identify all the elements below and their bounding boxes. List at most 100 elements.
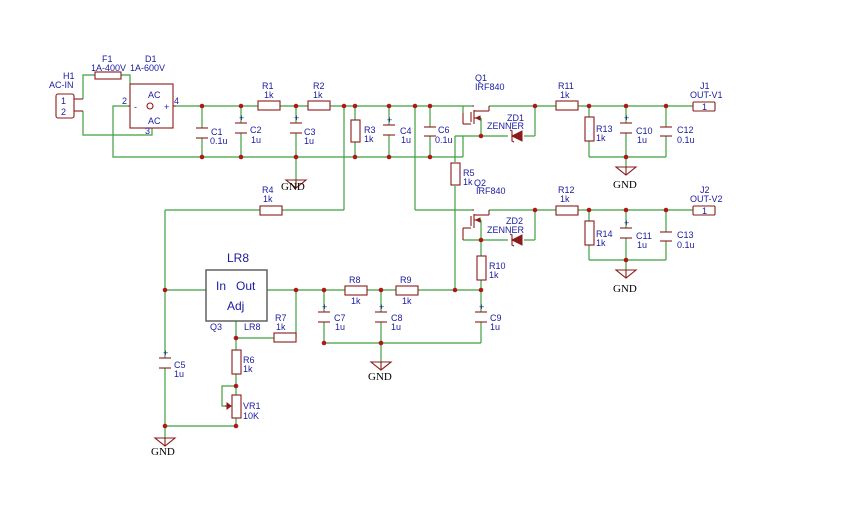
gnd-label-3: GND — [613, 283, 637, 295]
gnd-symbol-2: GND — [613, 166, 638, 191]
r3-value: 1k — [364, 134, 374, 144]
capacitor-c7: + C7 1u — [318, 302, 346, 332]
gnd-label-2: GND — [613, 179, 637, 191]
r11-ref: R11 — [558, 81, 574, 91]
capacitor-c5: + C5 1u — [159, 348, 186, 379]
h1-value: AC-IN — [49, 80, 74, 90]
d1-pin-3: 3 — [145, 126, 150, 136]
resistor-r13: R13 1k — [584, 116, 613, 143]
j2-pin-1: 1 — [702, 206, 707, 216]
gnd-symbol-1: GND — [281, 179, 308, 193]
c11-value: 1u — [637, 240, 647, 250]
q1-ref: Q1 — [475, 73, 487, 83]
zd1-value: ZENNER — [487, 121, 525, 131]
d1-pin-ac-bottom: AC — [148, 116, 161, 126]
d1-pin-plus: + — [164, 102, 169, 112]
resistor-r4: R4 1k — [259, 185, 283, 216]
c3-ref: C3 — [304, 127, 316, 137]
c13-value: 0.1u — [677, 240, 695, 250]
r2-value: 1k — [313, 90, 323, 100]
d1-pin-ac-top: AC — [148, 90, 161, 100]
svg-text:+: + — [239, 113, 244, 123]
j2-value: OUT-V2 — [690, 194, 723, 204]
r10-value: 1k — [489, 270, 499, 280]
r6-ref: R6 — [243, 355, 255, 365]
connector-j1: 1 J1 OUT-V1 — [690, 81, 723, 112]
c1-value: 0.1u — [210, 136, 228, 146]
c7-ref: C7 — [334, 313, 346, 323]
mosfet-q1: Q1 IRF840 — [462, 73, 505, 125]
capacitor-c11: + C11 1u — [620, 218, 652, 250]
regulator-lr8: LR8 In Out Adj Q3 LR8 — [205, 251, 268, 332]
gnd-label-1: GND — [281, 181, 305, 193]
d1-pin-minus: - — [134, 102, 137, 112]
r9-value: 1k — [402, 296, 412, 306]
resistor-r1: R1 1k — [257, 81, 281, 111]
lr8-pin-in: In — [216, 279, 226, 293]
r4-value: 1k — [263, 194, 273, 204]
c5-value: 1u — [174, 369, 184, 379]
resistor-r12: R12 1k — [555, 185, 579, 216]
f1-value: 1A-400V — [91, 63, 126, 73]
c13-ref: C13 — [677, 230, 694, 240]
r11-value: 1k — [560, 90, 570, 100]
c4-value: 1u — [401, 135, 411, 145]
svg-text:+: + — [624, 218, 629, 228]
zd2-value: ZENNER — [487, 225, 525, 235]
c2-value: 1u — [251, 135, 261, 145]
c2-ref: C2 — [250, 125, 262, 135]
lr8-title: LR8 — [227, 251, 249, 265]
f1-ref: F1 — [102, 54, 113, 64]
resistor-r2: R2 1k — [307, 81, 331, 111]
c4-ref: C4 — [400, 126, 412, 136]
capacitor-c10: + C10 1u — [620, 113, 653, 145]
r6-value: 1k — [243, 364, 253, 374]
resistor-r9: R9 1k — [395, 275, 419, 306]
r3-ref: R3 — [364, 125, 376, 135]
r2-ref: R2 — [313, 81, 325, 91]
zener-zd1: ZD1 ZENNER — [487, 113, 525, 143]
j1-ref: J1 — [700, 81, 710, 91]
resistor-r5: R5 1k — [450, 162, 475, 187]
bridge-d1: D1 1A-600V AC AC 2 - + 4 3 — [122, 54, 179, 136]
svg-text:+: + — [322, 302, 327, 312]
gnd-symbol-3: GND — [613, 269, 638, 295]
c6-value: 0.1u — [435, 135, 453, 145]
d1-pin-4: 4 — [174, 96, 179, 106]
resistor-r11: R11 1k — [555, 81, 579, 111]
c1-ref: C1 — [211, 127, 223, 137]
lr8-ref: Q3 — [210, 322, 222, 332]
j2-ref: J2 — [700, 185, 710, 195]
capacitor-c9: + C9 1u — [475, 302, 502, 332]
d1-pin-2: 2 — [122, 96, 127, 106]
j1-pin-1: 1 — [702, 102, 707, 112]
capacitor-c8: + C8 1u — [375, 302, 403, 332]
svg-text:+: + — [294, 113, 299, 123]
r12-value: 1k — [560, 194, 570, 204]
svg-text:+: + — [379, 302, 384, 312]
r5-ref: R5 — [463, 168, 475, 178]
capacitor-c12: C12 0.1u — [660, 125, 695, 145]
resistor-r7: R7 1k — [273, 313, 297, 343]
zd1-ref: ZD1 — [507, 113, 524, 123]
svg-text:+: + — [387, 115, 392, 125]
c7-value: 1u — [335, 322, 345, 332]
c3-value: 1u — [304, 136, 314, 146]
r13-ref: R13 — [596, 124, 613, 134]
resistor-r3: R3 1k — [350, 119, 376, 144]
resistor-r14: R14 1k — [584, 220, 613, 248]
connector-j2: 1 J2 OUT-V2 — [690, 185, 723, 216]
gnd-symbol-4: GND — [368, 361, 393, 383]
h1-pin-1: 1 — [61, 96, 66, 106]
svg-text:+: + — [163, 348, 168, 358]
connector-h1: 1 2 H1 AC-IN — [49, 71, 83, 119]
c9-value: 1u — [490, 322, 500, 332]
r7-ref: R7 — [275, 313, 287, 323]
r12-ref: R12 — [558, 185, 575, 195]
zd2-ref: ZD2 — [506, 216, 523, 226]
r13-value: 1k — [596, 133, 606, 143]
d1-value: 1A-600V — [130, 63, 165, 73]
capacitor-c13: C13 0.1u — [660, 230, 695, 250]
gnd-label-4: GND — [368, 371, 392, 383]
resistor-r10: R10 1k — [476, 255, 506, 281]
